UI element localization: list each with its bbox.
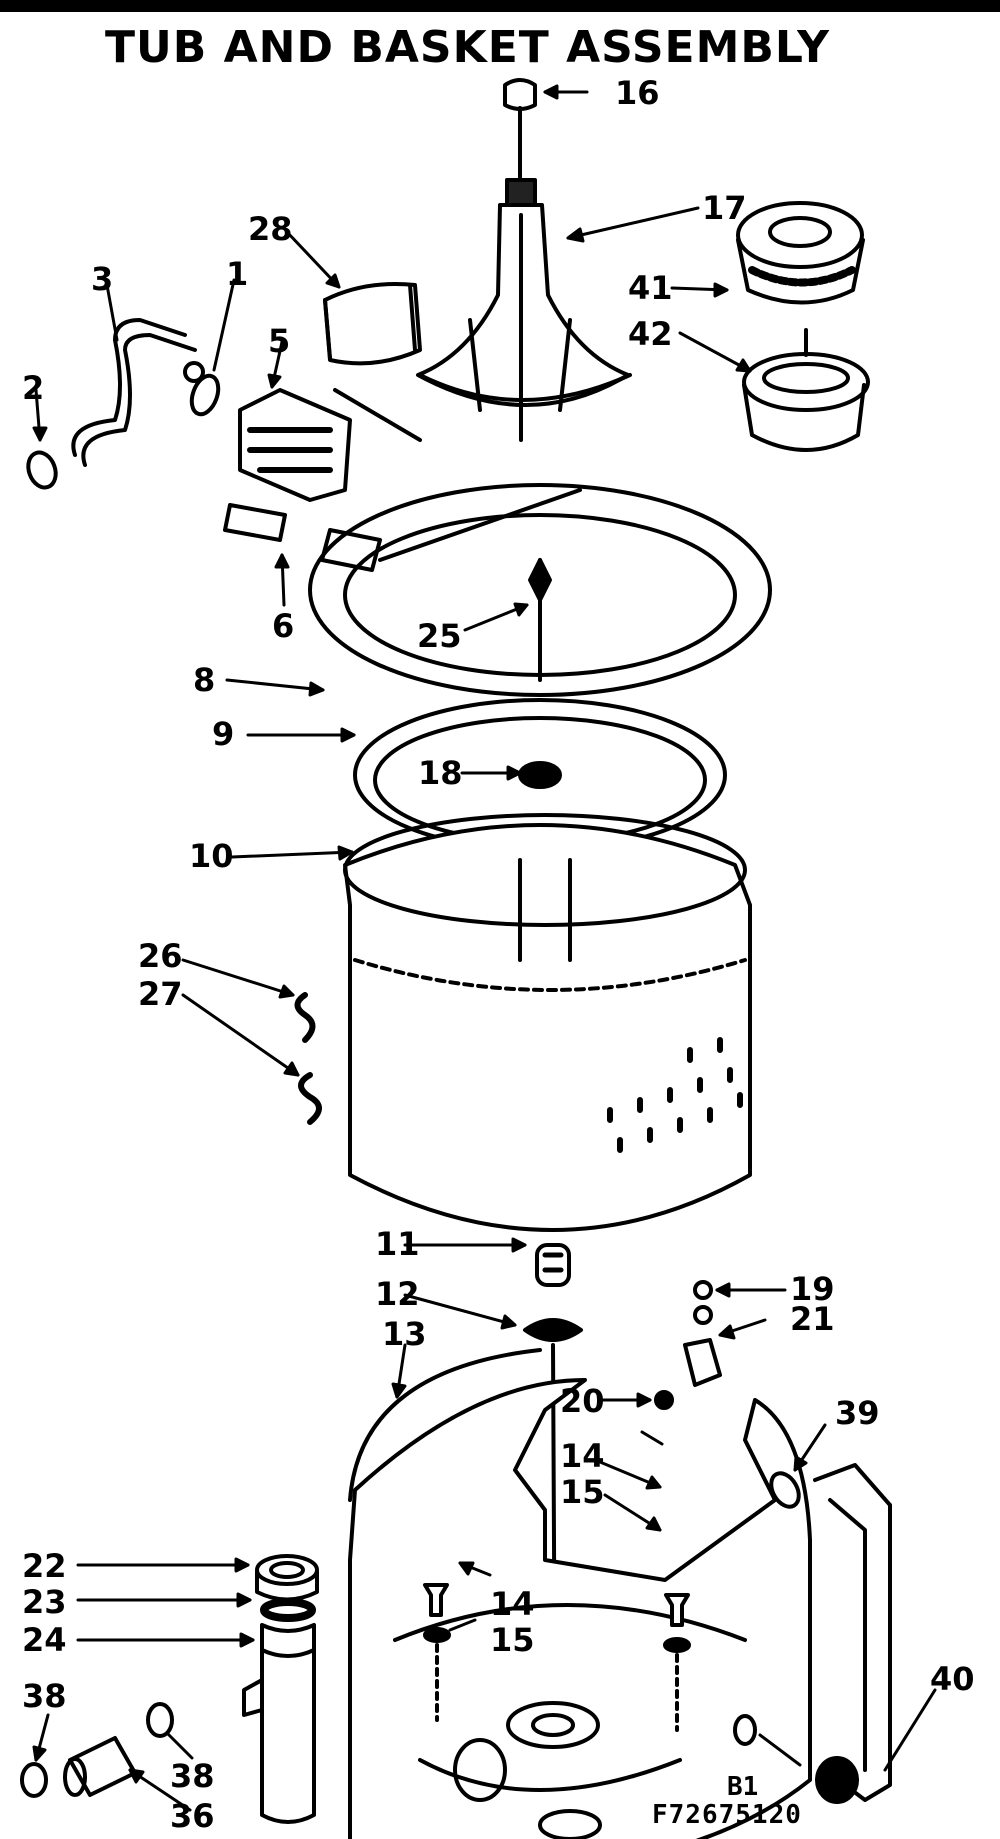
part-19 bbox=[693, 1280, 713, 1300]
footer-part-number: F72675120 bbox=[652, 1800, 802, 1830]
part-label: 41 bbox=[628, 269, 673, 307]
part-tub-ring-8 bbox=[308, 483, 772, 697]
part-label: 39 bbox=[835, 1394, 880, 1432]
part-label: 1 bbox=[226, 255, 249, 293]
part-label: 24 bbox=[22, 1621, 67, 1659]
part-label: 18 bbox=[418, 754, 463, 792]
part-label: 3 bbox=[91, 260, 114, 298]
part-clip-27 bbox=[298, 1072, 322, 1125]
part-clamp-38-left bbox=[20, 1762, 48, 1798]
part-label: 14 bbox=[560, 1437, 605, 1475]
part-20 bbox=[654, 1390, 674, 1410]
part-washer-15-left bbox=[423, 1627, 451, 1722]
part-label: 10 bbox=[189, 837, 234, 875]
part-label: 6 bbox=[272, 607, 295, 645]
part-outer-tub-13 bbox=[348, 1348, 812, 1839]
part-label: 38 bbox=[22, 1677, 67, 1715]
part-cap-16 bbox=[503, 78, 537, 182]
part-21 bbox=[683, 1305, 722, 1387]
footer-code-b1: B1 bbox=[727, 1772, 759, 1802]
part-label: 9 bbox=[212, 715, 235, 753]
part-label: 13 bbox=[382, 1315, 427, 1353]
part-label: 36 bbox=[170, 1797, 215, 1835]
part-clip-26 bbox=[294, 992, 316, 1043]
part-hose-3 bbox=[71, 318, 205, 467]
part-label: 11 bbox=[375, 1225, 420, 1263]
part-nut-18 bbox=[518, 761, 562, 789]
part-label: 8 bbox=[193, 661, 216, 699]
part-bearing-11 bbox=[535, 1243, 571, 1287]
part-screw-14-right bbox=[664, 1593, 690, 1627]
part-label: 42 bbox=[628, 315, 673, 353]
part-label: 14 bbox=[490, 1585, 535, 1623]
part-24 bbox=[242, 1623, 316, 1824]
part-label: 27 bbox=[138, 975, 183, 1013]
part-washer-15-right bbox=[663, 1637, 691, 1732]
part-label: 5 bbox=[268, 322, 291, 360]
part-label: 12 bbox=[375, 1275, 420, 1313]
part-clamp-38-right bbox=[146, 1702, 174, 1738]
part-agitator-17 bbox=[416, 178, 632, 442]
part-label: 19 bbox=[790, 1270, 835, 1308]
part-label: 20 bbox=[560, 1382, 605, 1420]
part-filter-42 bbox=[742, 328, 870, 452]
part-label: 25 bbox=[417, 617, 462, 655]
leader-lines bbox=[32, 84, 937, 1812]
part-hose-36 bbox=[63, 1736, 137, 1797]
part-label: 15 bbox=[560, 1473, 605, 1511]
part-label: 21 bbox=[790, 1300, 835, 1338]
part-label: 17 bbox=[702, 189, 747, 227]
diagram-title: TUB AND BASKET ASSEMBLY bbox=[105, 22, 830, 73]
part-22 bbox=[255, 1554, 319, 1602]
part-bracket-5 bbox=[238, 388, 352, 502]
part-label: 40 bbox=[930, 1660, 975, 1698]
part-label: 22 bbox=[22, 1547, 67, 1585]
part-label: 28 bbox=[248, 210, 293, 248]
part-label: 15 bbox=[490, 1621, 535, 1659]
part-box-28 bbox=[323, 282, 422, 442]
part-label: 23 bbox=[22, 1583, 67, 1621]
part-label: 38 bbox=[170, 1757, 215, 1795]
part-plate-6 bbox=[223, 503, 287, 542]
part-label: 2 bbox=[22, 369, 45, 407]
part-clamp-39 bbox=[769, 1471, 801, 1509]
part-clamp-2 bbox=[26, 450, 58, 490]
part-basket-10 bbox=[343, 813, 752, 1232]
part-label: 16 bbox=[615, 74, 660, 112]
part-label: 26 bbox=[138, 937, 183, 975]
part-clamp-1 bbox=[189, 373, 221, 417]
part-screw-14-left bbox=[423, 1583, 449, 1617]
part-hose-40 bbox=[813, 1463, 892, 1804]
top-border bbox=[0, 0, 1000, 12]
part-filter-41 bbox=[736, 201, 865, 305]
part-23 bbox=[260, 1598, 316, 1622]
